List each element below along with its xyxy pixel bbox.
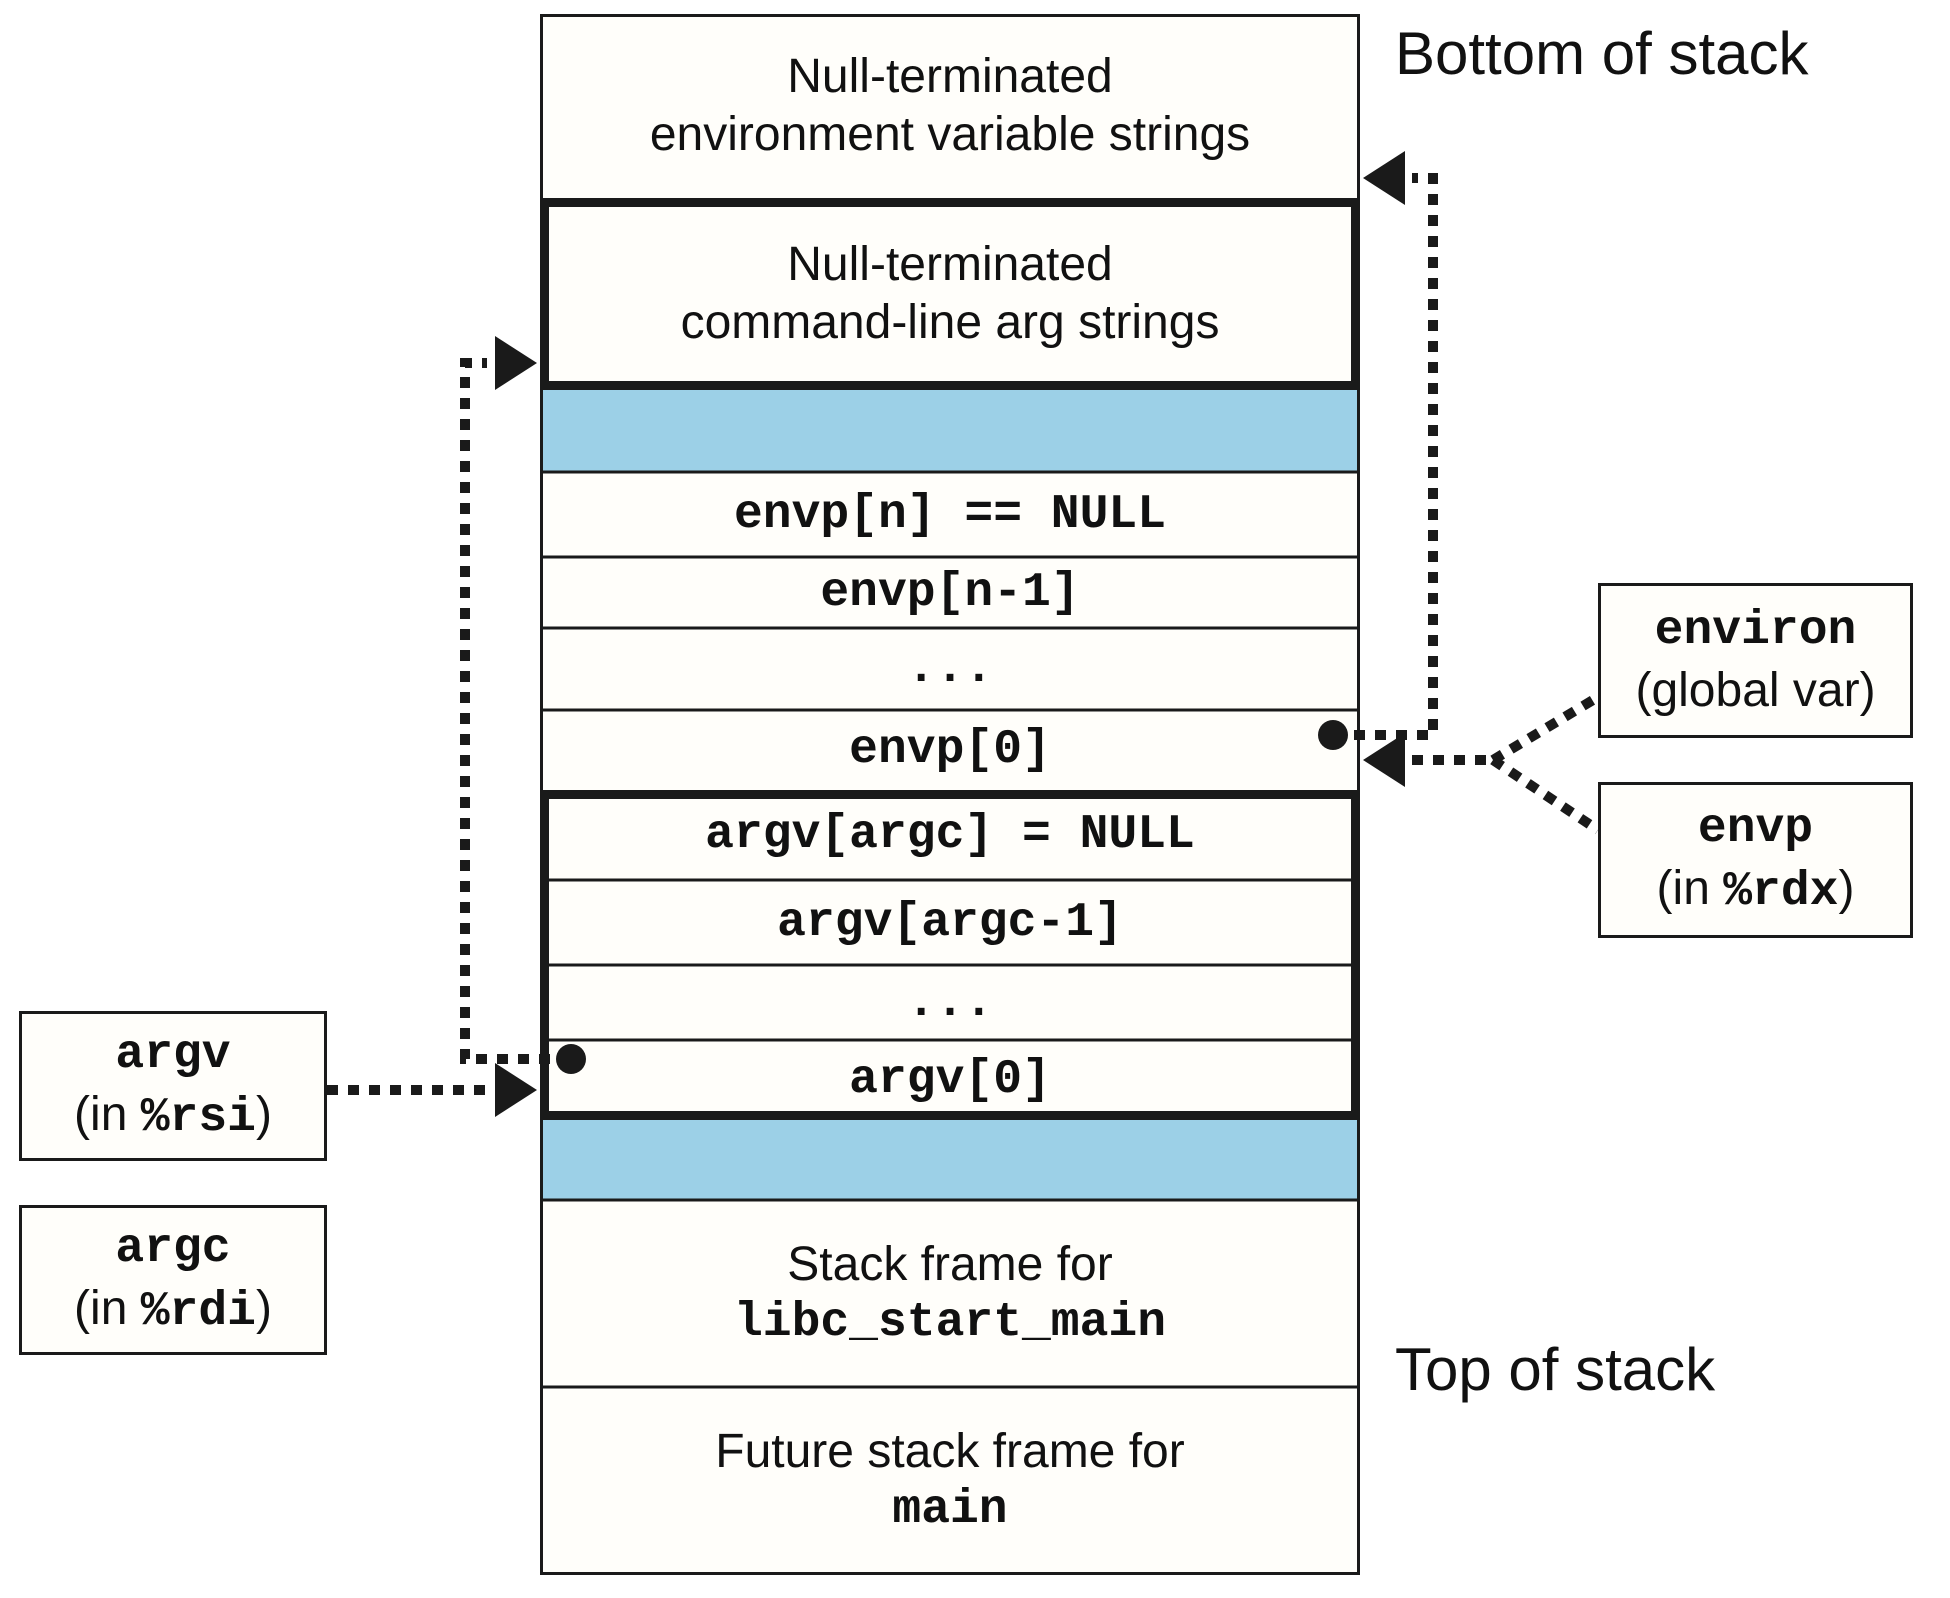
envp-box-location: (in %rdx)	[1657, 859, 1855, 922]
box-environ-global: environ (global var)	[1598, 583, 1913, 738]
cell-env-strings: Null-terminated environment variable str…	[540, 14, 1360, 198]
argc-loc-prefix: (in	[74, 1281, 141, 1335]
cell-libc-start-main-frame: Stack frame for libc_start_main	[540, 1200, 1360, 1387]
cell-envp-n-1: envp[n-1]	[540, 557, 1360, 628]
argv-argc-null-text: argv[argc] = NULL	[705, 808, 1195, 862]
band-unused-below-argv	[540, 1120, 1360, 1200]
dotted-connector-environ-envp-to-envp0	[1412, 692, 1601, 835]
argv-box-location: (in %rsi)	[74, 1085, 272, 1148]
argv-argc-1-text: argv[argc-1]	[777, 895, 1123, 950]
argc-register: %rdi	[140, 1284, 256, 1339]
argc-box-location: (in %rdi)	[74, 1279, 272, 1342]
envp-n-null-text: envp[n] == NULL	[733, 487, 1167, 542]
main-frame-line2: main	[892, 1483, 1008, 1537]
libc-frame-line1: Stack frame for	[787, 1237, 1113, 1291]
label-bottom-of-stack: Bottom of stack	[1395, 20, 1809, 87]
envp-loc-suffix: )	[1838, 861, 1855, 915]
cell-argv-ellipsis: ...	[540, 965, 1360, 1040]
cell-future-main-frame: Future stack frame for main	[540, 1387, 1360, 1575]
arrowhead-into-cmdargs	[495, 336, 537, 390]
environ-box-location: (global var)	[1635, 663, 1876, 717]
env-strings-line2: environment variable strings	[649, 108, 1251, 161]
cell-argv-0: argv[0]	[540, 1040, 1360, 1120]
argv-loc-suffix: )	[255, 1087, 272, 1141]
cell-argv-argc-1: argv[argc-1]	[540, 880, 1360, 965]
argv-0-text: argv[0]	[849, 1053, 1051, 1107]
box-argc-register: argc (in %rdi)	[19, 1205, 327, 1355]
envp-box-name: envp	[1697, 801, 1814, 856]
cell-envp-n-null: envp[n] == NULL	[540, 472, 1360, 557]
cell-cmdline-arg-strings: Null-terminated command-line arg strings	[540, 198, 1360, 390]
cell-envp-0: envp[0]	[540, 710, 1360, 790]
band-unused-above-envp	[540, 390, 1360, 472]
box-envp-register: envp (in %rdx)	[1598, 782, 1913, 938]
cmd-args-line1: Null-terminated	[787, 238, 1113, 291]
main-frame-line1: Future stack frame for	[715, 1425, 1185, 1478]
envp-register: %rdx	[1723, 864, 1839, 919]
envp-ellipsis-text: ...	[906, 642, 994, 696]
argc-loc-suffix: )	[255, 1281, 272, 1335]
cell-envp-ellipsis: ...	[540, 628, 1360, 710]
arrowhead-into-envp0	[1363, 733, 1405, 787]
env-strings-line1: Null-terminated	[787, 50, 1113, 103]
envp-n-1-text: envp[n-1]	[820, 565, 1080, 620]
argc-box-name: argc	[115, 1221, 231, 1276]
arrowhead-into-envstrings	[1363, 151, 1405, 205]
argv-register: %rsi	[140, 1090, 256, 1145]
cmd-args-line2: command-line arg strings	[680, 296, 1220, 349]
environ-box-name: environ	[1654, 603, 1857, 658]
cell-argv-argc-null: argv[argc] = NULL	[540, 790, 1360, 880]
envp-loc-prefix: (in	[1656, 861, 1724, 915]
label-top-of-stack: Top of stack	[1395, 1336, 1716, 1403]
argv-ellipsis-text: ...	[906, 975, 994, 1030]
argv-box-name: argv	[115, 1027, 231, 1082]
libc-frame-line2: libc_start_main	[733, 1295, 1167, 1350]
argv-loc-prefix: (in	[74, 1087, 141, 1141]
arrowhead-into-argv0	[495, 1063, 537, 1117]
box-argv-register: argv (in %rsi)	[19, 1011, 327, 1161]
envp-0-text: envp[0]	[849, 723, 1051, 777]
